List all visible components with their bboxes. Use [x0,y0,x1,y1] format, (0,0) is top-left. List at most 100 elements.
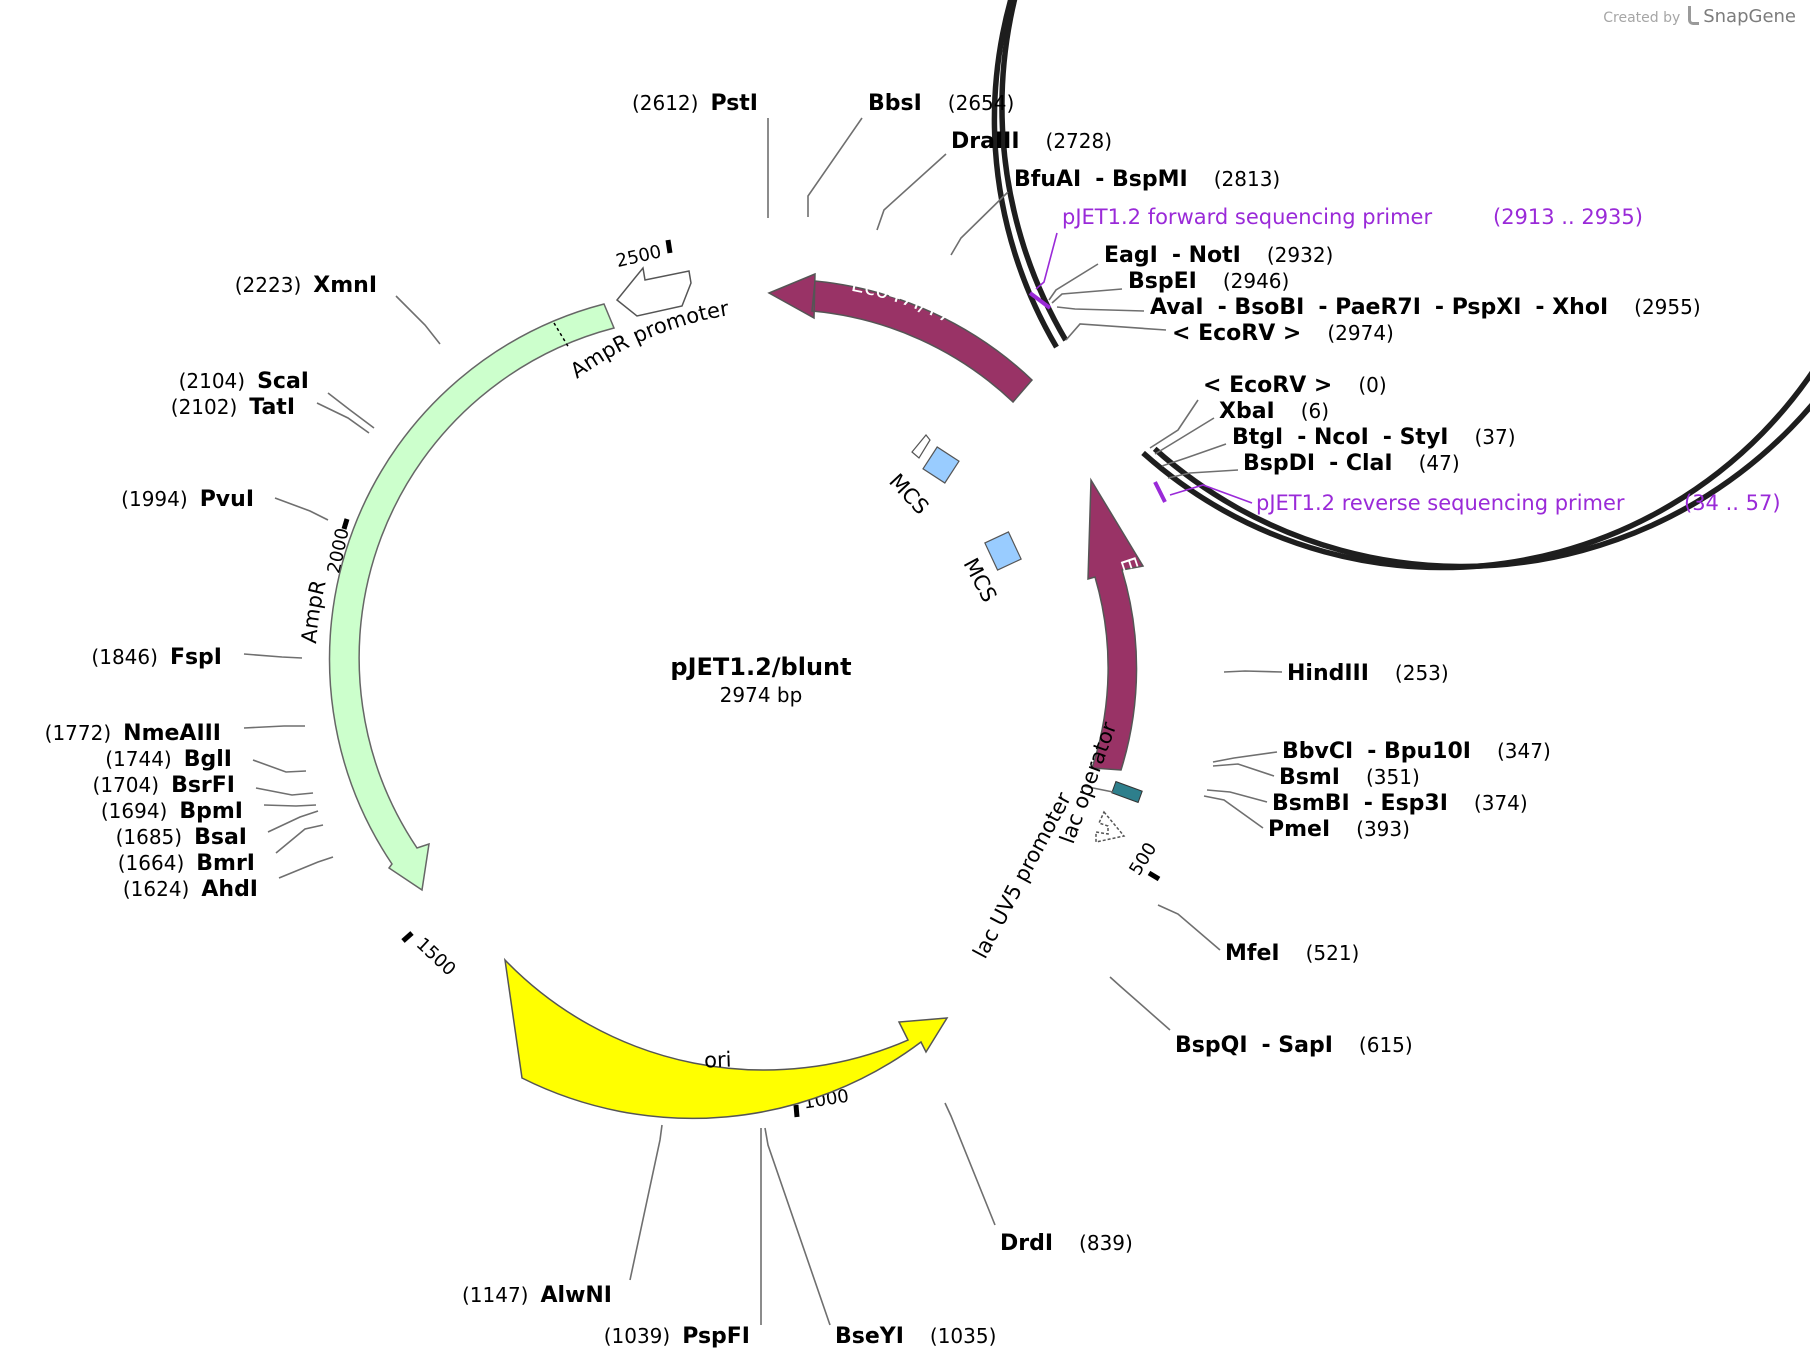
site-position: (1694) [101,799,168,823]
site-leader-line [275,824,324,854]
restriction-site[interactable]: PmeI(393) [1203,795,1410,842]
site-leader-line [243,725,305,729]
restriction-site[interactable]: BspEI(2946) [1051,269,1289,304]
site-enzyme-name: DrdI [1000,1231,1053,1256]
site-enzyme-name: XhoI [1552,295,1608,320]
ori-feature[interactable]: ori [503,957,949,1120]
restriction-site[interactable]: (1147)AlwNI [462,1124,663,1308]
site-leader-line [1048,263,1099,301]
restriction-site[interactable]: (1694)BpmI [101,799,317,824]
site-label: (1744)BglI [105,747,232,772]
site-label: EagI- NotI(2932) [1104,243,1333,268]
restriction-site[interactable]: (1664)BmrI [118,824,324,876]
restriction-site[interactable]: BbsI(2654) [807,91,1014,217]
site-leader-line [1206,789,1268,803]
restriction-site[interactable]: (2612)PstI [632,91,769,218]
site-leader-line [395,295,441,345]
site-label: BspEI(2946) [1128,269,1289,294]
site-leader-line [274,497,329,521]
restriction-site[interactable]: < EcoRV >(2974) [1065,321,1394,346]
site-enzyme-name: PspFI [682,1324,750,1349]
restriction-site[interactable]: BspDI- ClaI(47) [1167,451,1460,479]
restriction-site[interactable]: (1039) PspFI [604,1128,762,1349]
site-enzyme-name: EagI [1104,243,1158,268]
lac-uv5-promoter-label: lac UV5 promoter [968,788,1076,962]
site-leader-line [278,856,334,879]
restriction-site[interactable]: EagI- NotI(2932) [1048,243,1333,301]
site-enzyme-name: BsmI [1279,765,1340,790]
forward-primer-marker [1028,291,1052,310]
site-position: (2223) [235,273,302,297]
forward-primer[interactable]: pJET1.2 forward sequencing primer (2913 … [1028,205,1643,310]
site-leader-line [1167,469,1239,479]
restriction-site[interactable]: BspQI- SapI(615) [1109,976,1413,1058]
restriction-site[interactable]: BsmBI- Esp3I(374) [1206,789,1528,816]
site-position: (347) [1497,739,1551,763]
site-enzyme-name: BspMI [1112,167,1188,192]
restriction-site[interactable]: XbaI(6) [1154,399,1329,455]
site-leader-line [243,653,303,659]
mcs-feature-2[interactable]: MCS [959,531,1022,606]
restriction-site[interactable]: (1685)BsaI [116,810,319,850]
site-label: (1994)PvuI [121,487,254,512]
restriction-site[interactable]: AvaI- BsoBI- PaeR7I- PspXI- XhoI(2955) [1056,295,1701,320]
tick-mark-2000 [341,518,350,530]
site-leader-line [1056,306,1145,312]
lac-uv5-promoter-feature[interactable]: lac UV5 promoter [968,788,1126,962]
site-enzyme-name: NmeAIII [123,721,221,746]
site-enzyme-name: AhdI [201,877,258,902]
restriction-site[interactable]: MfeI(521) [1157,904,1359,966]
restriction-site[interactable]: HindIII(253) [1223,661,1449,686]
restriction-site[interactable]: (1704)BsrFI [93,773,314,798]
restriction-site[interactable]: BtgI- NcoI- StyI(37) [1161,425,1516,467]
site-position: (1039) [604,1324,671,1348]
mcs-feature-1[interactable]: MCS [884,434,960,519]
restriction-site[interactable]: BseYI(1035) [764,1127,996,1349]
restriction-site[interactable]: (1624)AhdI [123,856,334,902]
site-enzyme-name: NotI [1189,243,1241,268]
plasmid-size: 2974 bp [720,683,803,707]
site-enzyme-name: BspQI [1175,1033,1248,1058]
site-position: (2612) [632,91,699,115]
site-enzyme-name: BtgI [1232,425,1283,450]
restriction-site[interactable]: BbvCI- Bpu10I(347) [1212,739,1551,764]
forward-primer-leader [1035,232,1058,290]
eco47i-t7-right-feature[interactable]: Eco47I/T7 [1087,477,1159,771]
restriction-site[interactable]: DrdI(839) [944,1102,1133,1256]
site-label: BfuAI- BspMI(2813) [1014,167,1280,192]
site-enzyme-name: BglI [184,747,232,772]
ampr-feature[interactable]: AmpR [297,303,616,892]
site-enzyme-name: ClaI [1346,451,1393,476]
site-enzyme-name: XbaI [1219,399,1275,424]
site-enzyme-name: MfeI [1225,941,1280,966]
restriction-site[interactable]: (1994)PvuI [121,487,329,521]
restriction-sites: (2612)PstI BbsI(2654)DraIII(2728)BfuAI- B… [45,91,1701,1349]
plasmid-name: pJET1.2/blunt [670,653,851,681]
eco47i-t7-top-arrow [767,272,1034,404]
restriction-site[interactable]: BsmI(351) [1212,763,1420,790]
site-label: BspQI- SapI(615) [1175,1033,1413,1058]
restriction-site[interactable]: DraIII(2728) [876,129,1112,231]
eco47i-t7-top-feature[interactable]: Eco47I/T7 [767,272,1034,404]
restriction-site[interactable]: (1772)NmeAIII [45,721,305,746]
site-leader-line [1212,751,1278,763]
restriction-site[interactable]: < EcoRV >(0) [1149,373,1387,449]
site-leader-line [1157,904,1221,951]
site-position: (1994) [121,487,188,511]
restriction-site[interactable]: (2223)XmnI [235,273,441,345]
reverse-primer[interactable]: pJET1.2 reverse sequencing primer (34 ..… [1153,481,1781,515]
site-label: (1772)NmeAIII [45,721,221,746]
eco47i-t7-right-arrow [1087,477,1145,771]
lac-operator-box [1111,780,1143,804]
restriction-site[interactable]: (1744)BglI [105,747,307,773]
site-label: (2223)XmnI [235,273,377,298]
snapgene-logo-icon [1687,6,1699,25]
ampr-promoter-arrow [615,266,692,317]
restriction-site[interactable]: BfuAI- BspMI(2813) [950,167,1280,256]
site-enzyme-name: Bpu10I [1384,739,1471,764]
restriction-site[interactable]: (1846)FspI [91,645,303,670]
restriction-site[interactable]: (2102)TatI [171,395,370,434]
site-label: PmeI(393) [1268,817,1410,842]
reverse-primer-name: pJET1.2 reverse sequencing primer [1256,491,1625,515]
restriction-site[interactable]: (2104)ScaI [179,369,375,429]
